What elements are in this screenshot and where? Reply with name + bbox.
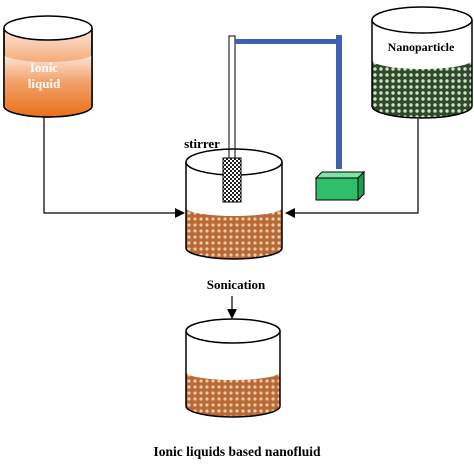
nanoparticle-rim bbox=[371, 6, 473, 34]
mixing-body bbox=[185, 162, 283, 260]
stirrer-shaft bbox=[228, 35, 236, 167]
nanoparticle-beaker: Nanoparticle bbox=[371, 6, 473, 119]
product-rim bbox=[185, 318, 281, 344]
stirrer-blade bbox=[222, 157, 242, 203]
stand-arm bbox=[235, 39, 341, 44]
nanoparticle-fill bbox=[372, 60, 472, 118]
ionic-liquid-label-line1: Ionic bbox=[30, 60, 58, 75]
connectors bbox=[43, 117, 419, 319]
product-fill bbox=[186, 372, 280, 417]
nanoparticle-arrow bbox=[285, 119, 419, 218]
ionic-liquid-arrow bbox=[43, 117, 185, 218]
sonicator-box bbox=[314, 170, 366, 202]
ionic-liquid-beaker: Ionic liquid bbox=[3, 15, 93, 118]
ionic-liquid-rim bbox=[3, 15, 93, 41]
nanoparticle-label: Nanoparticle bbox=[388, 40, 455, 54]
mixing-beaker: stirrer bbox=[184, 136, 283, 260]
stirrer-stand bbox=[228, 35, 366, 202]
ionic-liquid-label-line2: liquid bbox=[28, 76, 61, 91]
nanoparticle-body bbox=[371, 20, 473, 119]
product-body bbox=[185, 331, 281, 418]
ionic-liquid-fill bbox=[4, 54, 92, 117]
product-beaker bbox=[185, 318, 281, 418]
sonication-label: Sonication bbox=[207, 277, 266, 292]
product-label: Ionic liquids based nanofluid bbox=[154, 444, 321, 459]
stirrer-label: stirrer bbox=[184, 136, 220, 151]
mixing-fill bbox=[186, 208, 282, 259]
stand-rod bbox=[336, 35, 342, 169]
